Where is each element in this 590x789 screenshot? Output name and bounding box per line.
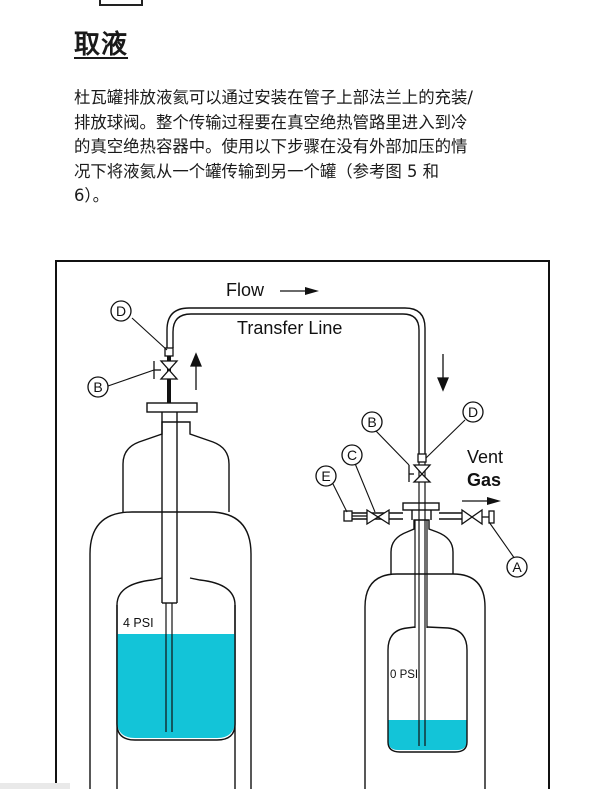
gas-label: Gas: [467, 470, 501, 490]
transfer-line-label: Transfer Line: [237, 318, 342, 338]
flow-arrow: [280, 287, 319, 295]
source-pressure-label: 4 PSI: [123, 616, 154, 630]
callout-target-e: E: [315, 465, 337, 487]
target-flange: [402, 502, 440, 511]
paragraph-line-2: 排放球阀。整个传输过程要在真空绝热管路里进入到冷: [74, 112, 468, 132]
source-dewar: [89, 402, 252, 789]
source-inner-vessel: [116, 577, 236, 789]
section-heading: 取液: [74, 30, 129, 60]
paragraph-line-1: 杜瓦罐排放液氦可以通过安装在管子上部法兰上的充装/: [74, 88, 473, 107]
callout-target-b: B: [361, 411, 383, 433]
instructions-paragraph: 杜瓦罐排放液氦可以通过安装在管子上部法兰上的充装/ 排放球阀。整个传输过程要在真…: [74, 86, 568, 209]
source-valve: [153, 347, 179, 403]
top-frame-fragment: [99, 0, 143, 6]
vent-label: Vent: [467, 447, 503, 467]
svg-text:C: C: [347, 447, 357, 463]
callout-leaders: [107, 317, 516, 560]
target-transfer-valve: [408, 453, 432, 483]
target-pressure-label: 0 PSI: [390, 669, 418, 681]
transfer-diagram-svg: 4 PSI Flow Transfer Line: [87, 280, 528, 789]
target-liquid: [388, 720, 467, 750]
down-arrow: [437, 354, 449, 392]
paragraph-line-4: 况下将液氦从一个罐传输到另一个罐（参考图 5 和: [74, 161, 440, 181]
paragraph-line-5: 6）。: [74, 186, 110, 205]
port-e: [343, 510, 367, 522]
callout-target-c: C: [341, 444, 363, 466]
bottom-scrollbar-fragment: [0, 783, 70, 789]
source-neck: [122, 421, 230, 512]
callout-source-d: D: [110, 300, 132, 322]
svg-text:D: D: [468, 404, 478, 420]
paragraph-line-3: 的真空绝热容器中。使用以下步骤在没有外部加压的情: [74, 137, 468, 156]
source-liquid: [117, 634, 235, 738]
source-flange: [146, 402, 198, 413]
source-outer-vessel: [89, 511, 252, 789]
callout-source-b: B: [87, 376, 109, 398]
svg-text:D: D: [116, 303, 126, 319]
target-dewar: [351, 502, 486, 789]
flow-label: Flow: [226, 280, 265, 300]
svg-text:A: A: [512, 559, 522, 575]
valve-c: [366, 508, 390, 526]
vent-arrow: [462, 497, 501, 505]
source-up-arrow: [190, 352, 202, 390]
target-neck: [390, 519, 454, 574]
svg-text:E: E: [321, 468, 330, 484]
callout-target-a: A: [506, 556, 528, 578]
transfer-line: [166, 307, 426, 462]
callout-target-d: D: [462, 401, 484, 423]
valve-a: [461, 508, 495, 526]
transfer-diagram: 4 PSI Flow Transfer Line: [55, 260, 550, 789]
svg-text:B: B: [367, 414, 376, 430]
svg-text:B: B: [93, 379, 102, 395]
